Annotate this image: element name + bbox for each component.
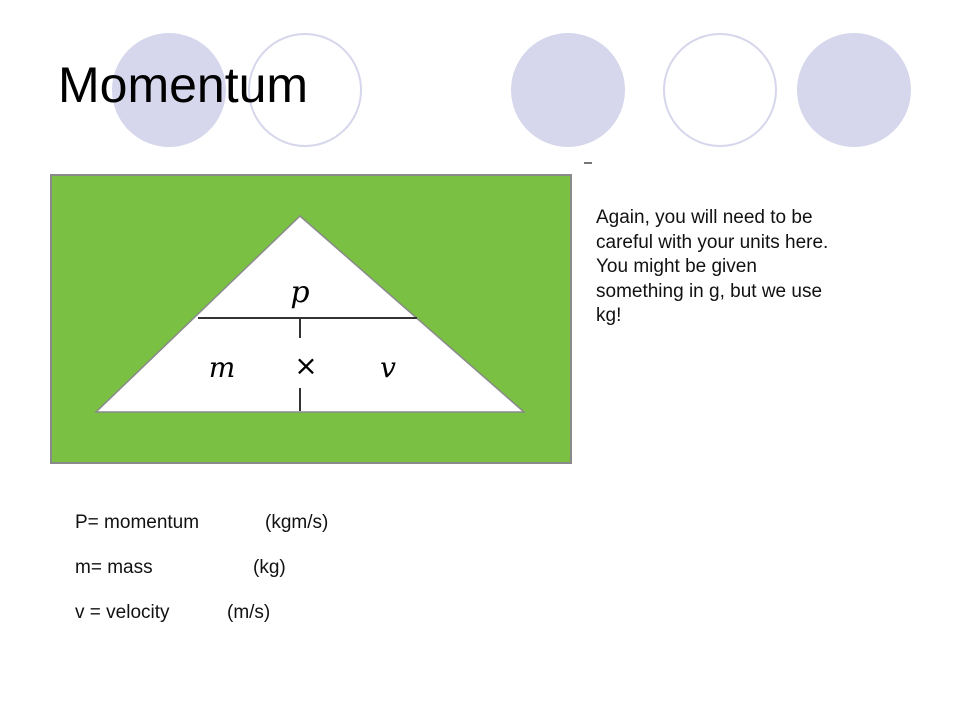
definition-term: m= mass (75, 557, 153, 578)
decorative-dash (584, 162, 592, 164)
formula-triangle (94, 214, 526, 413)
decorative-circle-filled (797, 33, 911, 147)
slide-title: Momentum (58, 57, 309, 113)
triangle-label-p: p (290, 275, 309, 310)
definition-unit: (kgm/s) (265, 512, 329, 533)
triangle-label-v: v (380, 351, 396, 384)
units-note: Again, you will need to be careful with … (596, 207, 829, 326)
definition-unit: (kg) (253, 557, 286, 578)
momentum-triangle-diagram: p m × v (50, 174, 572, 464)
triangle-label-m: m (209, 351, 236, 384)
triangle-times-sign: × (294, 349, 317, 382)
definition-term: v = velocity (75, 602, 170, 623)
decorative-circle-ring (248, 33, 362, 147)
definition-term: P= momentum (75, 512, 200, 533)
definition-unit: (m/s) (227, 602, 271, 623)
decorative-circle-filled (112, 33, 226, 147)
decorative-circle-filled (511, 33, 625, 147)
decorative-circle-ring (663, 33, 777, 147)
